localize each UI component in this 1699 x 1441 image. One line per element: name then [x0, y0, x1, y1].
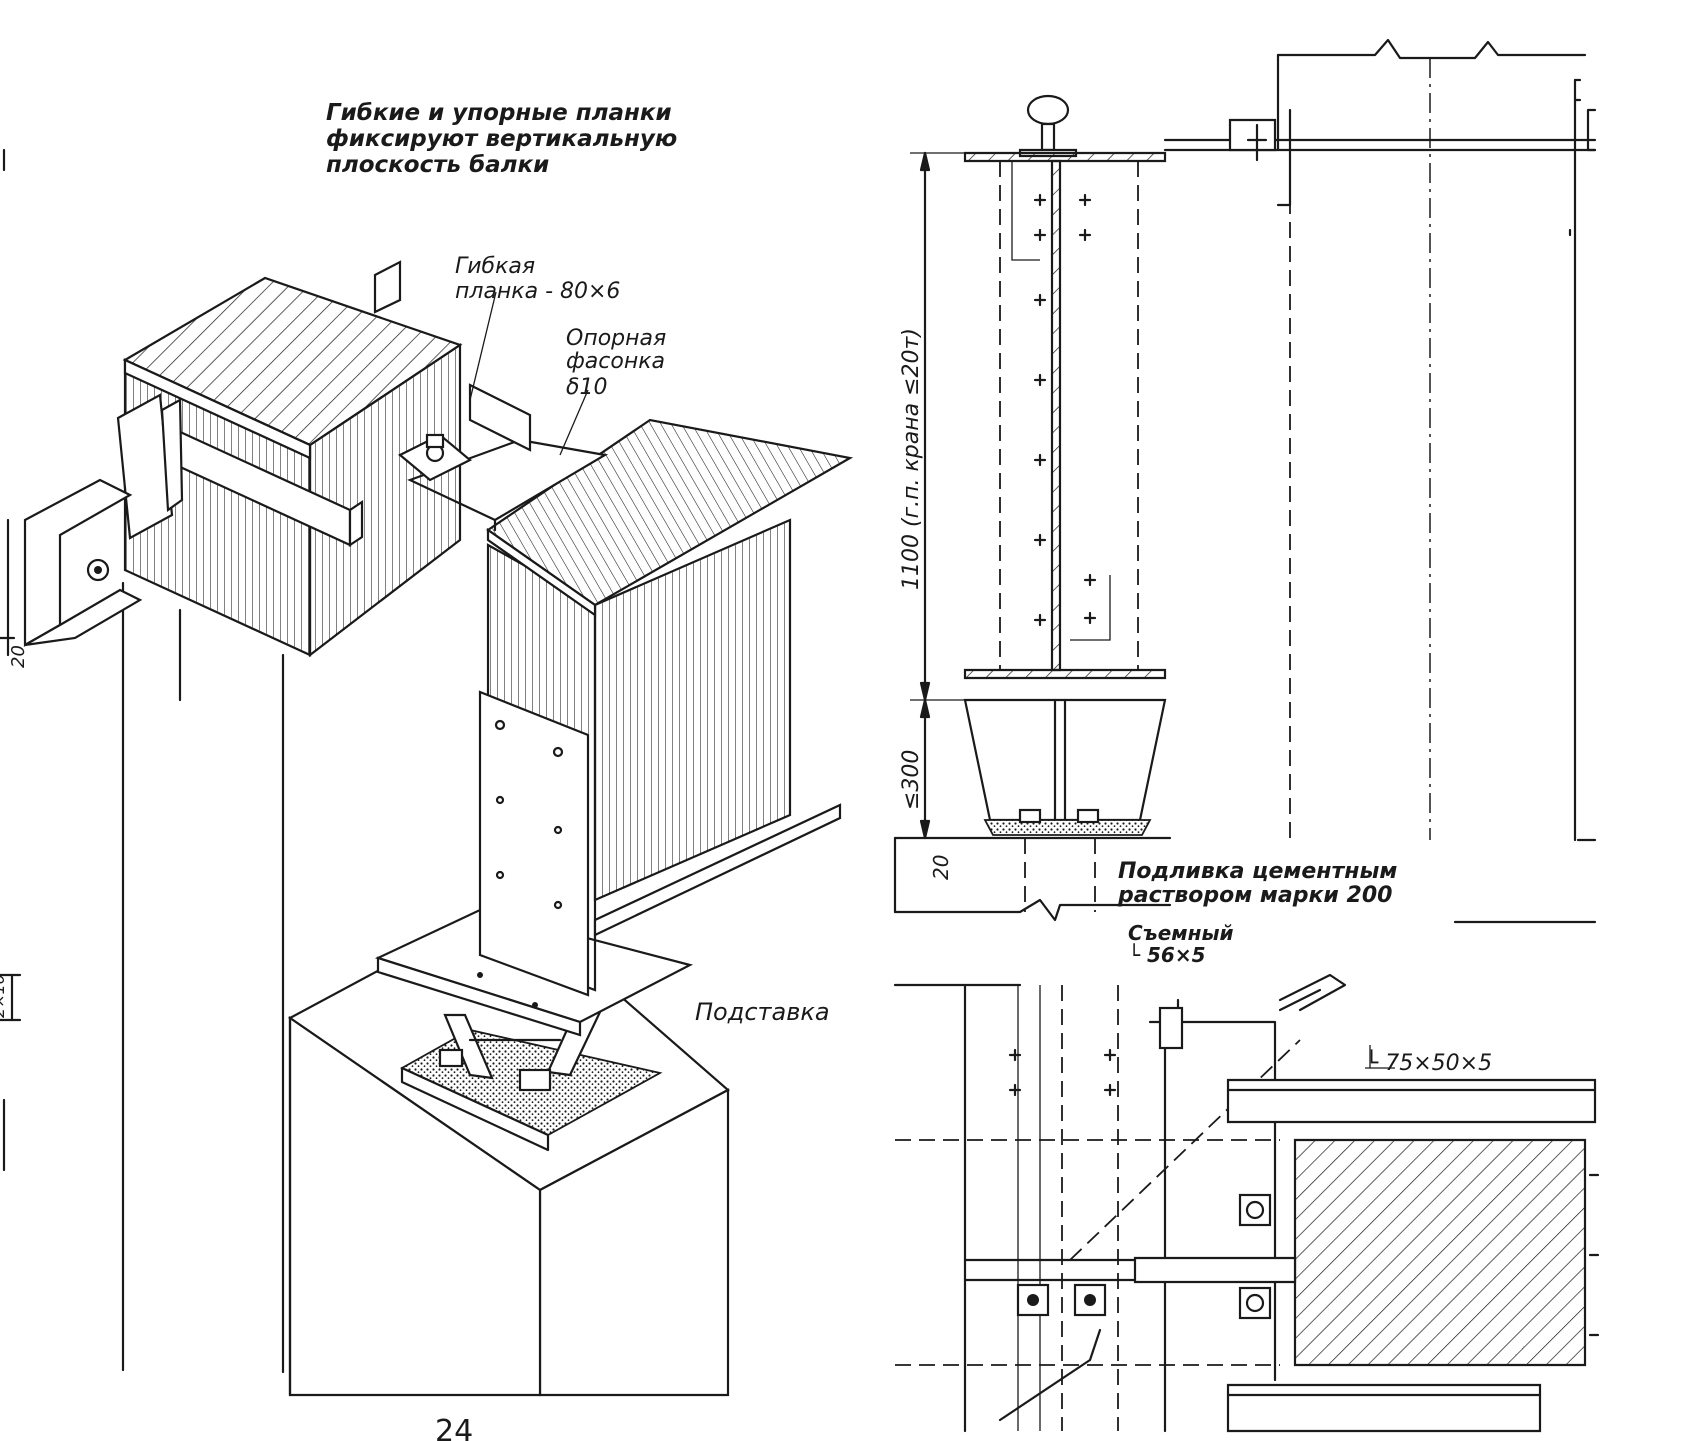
web-bolts: [1033, 193, 1097, 627]
crane-rail: [1018, 94, 1078, 158]
removable-angle-label-2: └ 56×5: [1128, 943, 1206, 967]
stand-section: [963, 698, 1167, 836]
support-gusset-label-1: Опорная: [566, 326, 666, 351]
plan-bolts: [1008, 1006, 1272, 1320]
dim-20-left: 20: [8, 645, 29, 668]
flex-plate-label-1: Гибкая: [455, 254, 535, 279]
support-gusset-label-3: δ10: [566, 375, 607, 400]
stand-label: Подставка: [695, 998, 830, 1026]
isometric-view: [23, 260, 854, 1397]
page-number: 24: [435, 1414, 473, 1441]
dim-height-label: 1100 (г.п. крана ≤20т): [899, 328, 924, 590]
plan-view: [893, 973, 1600, 1433]
channel-section: [23, 478, 143, 647]
note-line-3: плоскость балки: [326, 152, 549, 178]
grout-label-2: раствором марки 200: [1117, 883, 1392, 908]
removable-angle-label-1: Съемный: [1128, 921, 1234, 945]
grout-label-1: Подливка цементным: [1118, 859, 1397, 884]
leader-lines: [469, 291, 1395, 1069]
crane-beam: [478, 418, 854, 997]
dim-20-right: 20: [929, 855, 953, 880]
angle-label: └ 75×50×5: [1365, 1049, 1492, 1076]
dim-2x10: 2×10: [0, 974, 8, 1018]
note-line-1: Гибкие и упорные планки: [326, 100, 672, 126]
support-bolt: [398, 433, 472, 482]
beam-section-view: [893, 38, 1597, 924]
left-dimensions: [0, 148, 22, 1172]
stand-legs: [438, 1010, 602, 1092]
flexible-plates: [163, 260, 532, 548]
note-line-2: фиксируют вертикальную: [326, 126, 677, 152]
dim-base-label: ≤300: [899, 750, 924, 810]
support-gusset-label-2: фасонка: [566, 349, 665, 374]
side-plates: [116, 393, 184, 540]
labels: Гибкие и упорные планки фиксируют вертик…: [0, 100, 1492, 1441]
flex-plate-label-2: планка - 80×6: [455, 279, 620, 304]
